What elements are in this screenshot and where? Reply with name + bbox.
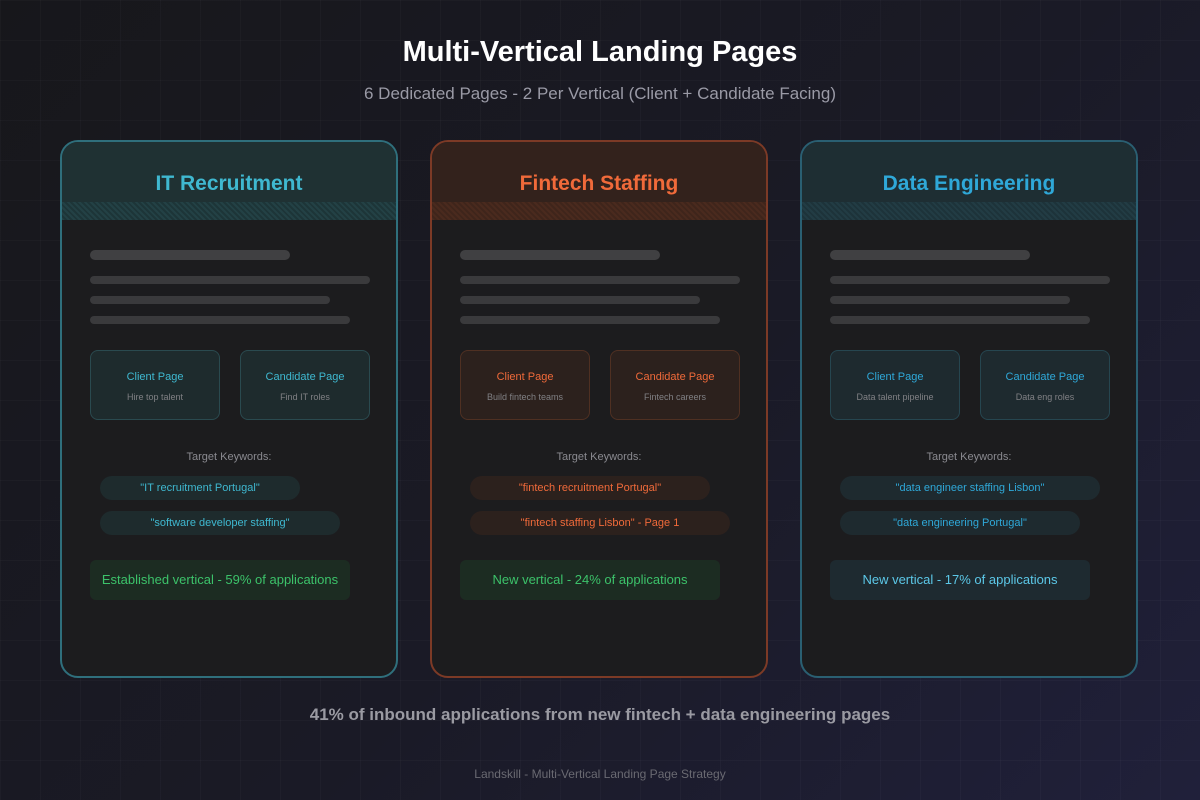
- vertical-card-fintech-staffing: Fintech Staffing Client Page Build finte…: [430, 140, 768, 678]
- status-badge: New vertical - 24% of applications: [460, 560, 720, 600]
- status-badge: Established vertical - 59% of applicatio…: [90, 560, 350, 600]
- client-page-box[interactable]: Client Page Hire top talent: [90, 350, 220, 420]
- page-subtitle: 6 Dedicated Pages - 2 Per Vertical (Clie…: [364, 84, 836, 103]
- skeleton-line: [90, 296, 330, 304]
- candidate-page-subtitle: Find IT roles: [280, 392, 330, 402]
- candidate-page-subtitle: Fintech careers: [643, 392, 707, 402]
- keyword-pill: "data engineer staffing Lisbon": [840, 476, 1100, 500]
- vertical-card-data-engineering: Data Engineering Client Page Data talent…: [800, 140, 1138, 678]
- candidate-page-box[interactable]: Candidate Page Fintech careers: [610, 350, 740, 420]
- skeleton-line: [460, 276, 740, 284]
- footer-caption: Landskill - Multi-Vertical Landing Page …: [474, 767, 726, 781]
- keyword-pill: "data engineering Portugal": [840, 511, 1080, 535]
- candidate-page-title: Candidate Page: [635, 371, 715, 383]
- client-page-box[interactable]: Client Page Build fintech teams: [460, 350, 590, 420]
- card-header-band: [62, 202, 396, 220]
- skeleton-line: [460, 296, 700, 304]
- keywords-label: Target Keywords:: [186, 451, 272, 463]
- client-page-title: Client Page: [126, 371, 184, 383]
- card-header-band: [802, 202, 1136, 220]
- candidate-page-box[interactable]: Candidate Page Data eng roles: [980, 350, 1110, 420]
- skeleton-line: [830, 296, 1070, 304]
- skeleton-line: [460, 316, 720, 324]
- client-page-subtitle: Data talent pipeline: [856, 392, 934, 402]
- summary-note: 41% of inbound applications from new fin…: [309, 705, 891, 724]
- candidate-page-title: Candidate Page: [1005, 371, 1085, 383]
- keyword-pill: "fintech staffing Lisbon" - Page 1: [470, 511, 730, 535]
- skeleton-heading: [90, 250, 290, 260]
- keyword-pill: "fintech recruitment Portugal": [470, 476, 710, 500]
- client-page-title: Client Page: [496, 371, 554, 383]
- keywords-label: Target Keywords:: [926, 451, 1012, 463]
- keyword-pill: "software developer staffing": [100, 511, 340, 535]
- client-page-subtitle: Build fintech teams: [486, 392, 564, 402]
- card-title: IT Recruitment: [155, 172, 303, 195]
- skeleton-line: [90, 316, 350, 324]
- keyword-pill: "IT recruitment Portugal": [100, 476, 300, 500]
- keywords-label: Target Keywords:: [556, 451, 642, 463]
- skeleton-heading: [830, 250, 1030, 260]
- skeleton-line: [830, 316, 1090, 324]
- client-page-subtitle: Hire top talent: [126, 392, 184, 402]
- skeleton-heading: [460, 250, 660, 260]
- candidate-page-subtitle: Data eng roles: [1015, 392, 1075, 402]
- status-badge: New vertical - 17% of applications: [830, 560, 1090, 600]
- client-page-title: Client Page: [866, 371, 924, 383]
- skeleton-line: [830, 276, 1110, 284]
- card-header-band: [432, 202, 766, 220]
- skeleton-line: [90, 276, 370, 284]
- vertical-card-it-recruitment: IT Recruitment Client Page Hire top tale…: [60, 140, 398, 678]
- candidate-page-box[interactable]: Candidate Page Find IT roles: [240, 350, 370, 420]
- page-title: Multi-Vertical Landing Pages: [402, 36, 798, 68]
- card-title: Fintech Staffing: [519, 172, 679, 195]
- client-page-box[interactable]: Client Page Data talent pipeline: [830, 350, 960, 420]
- card-title: Data Engineering: [882, 172, 1056, 195]
- candidate-page-title: Candidate Page: [265, 371, 345, 383]
